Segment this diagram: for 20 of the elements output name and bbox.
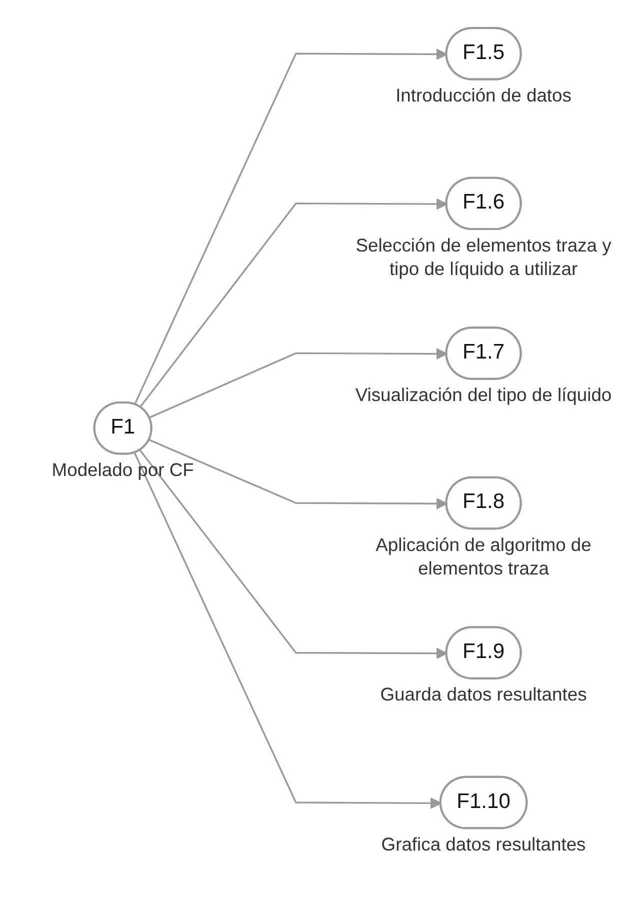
node-label: F1 — [110, 415, 136, 441]
node-label: F1.10 — [456, 790, 510, 816]
arrow — [134, 48, 448, 405]
ellipse-node — [93, 402, 152, 455]
node-caption: Grafica datos resultantes — [381, 833, 586, 854]
node-caption: Selección de elementos traza y tipo de líquido a utilizar — [356, 234, 612, 278]
node-caption: Introducción de datos — [396, 84, 572, 106]
node-caption: Modelado por CF — [52, 458, 194, 480]
arrow — [149, 348, 448, 418]
node-caption: Aplicación de algoritmo de elementos traza — [376, 534, 592, 578]
arrow — [149, 439, 448, 510]
node-caption: Visualización del tipo de líquido — [355, 384, 612, 406]
node-label: F1.7 — [462, 340, 505, 366]
node-caption: Guarda datos resultantes — [380, 684, 587, 705]
node-label: F1.5 — [462, 40, 505, 66]
arrow — [139, 450, 448, 660]
arrow — [139, 198, 448, 408]
node-label: F1.6 — [462, 190, 505, 216]
node-label: F1.9 — [462, 640, 505, 666]
node-label: F1.8 — [462, 490, 505, 516]
